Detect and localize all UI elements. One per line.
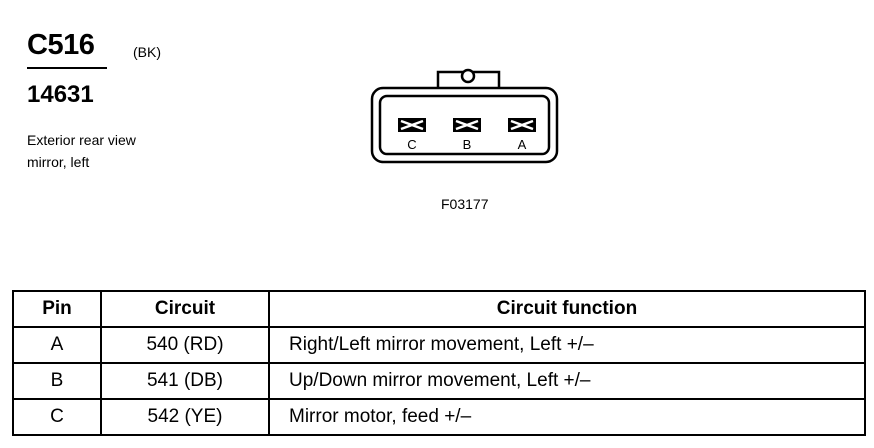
function-cell: Mirror motor, feed +/– bbox=[268, 398, 866, 436]
circuit-cell: 542 (YE) bbox=[100, 398, 270, 436]
title-underline bbox=[27, 67, 107, 69]
table-row: B 541 (DB) Up/Down mirror movement, Left… bbox=[12, 362, 866, 400]
connector-latch-hole bbox=[460, 68, 476, 84]
connector-face-diagram: C B A bbox=[370, 68, 559, 164]
figure-code: F03177 bbox=[441, 196, 489, 212]
column-header-circuit: Circuit bbox=[100, 290, 270, 328]
pin-label-a: A bbox=[518, 137, 527, 152]
connector-housing-inner bbox=[378, 94, 551, 156]
pin-table: Pin Circuit Circuit function A 540 (RD) … bbox=[12, 290, 866, 436]
description-line-1: Exterior rear view bbox=[27, 132, 136, 148]
connector-id: C516 bbox=[27, 29, 95, 61]
column-header-function: Circuit function bbox=[268, 290, 866, 328]
pin-label-b: B bbox=[463, 137, 472, 152]
connector-color: (BK) bbox=[133, 44, 161, 60]
pin-cell: C bbox=[12, 398, 102, 436]
table-row: C 542 (YE) Mirror motor, feed +/– bbox=[12, 398, 866, 436]
terminal-a bbox=[508, 118, 536, 132]
function-cell: Right/Left mirror movement, Left +/– bbox=[268, 326, 866, 364]
column-header-pin: Pin bbox=[12, 290, 102, 328]
circuit-cell: 540 (RD) bbox=[100, 326, 270, 364]
table-row: A 540 (RD) Right/Left mirror movement, L… bbox=[12, 326, 866, 364]
connector-description: Exterior rear view mirror, left bbox=[27, 129, 207, 173]
function-cell: Up/Down mirror movement, Left +/– bbox=[268, 362, 866, 400]
terminal-c bbox=[398, 118, 426, 132]
circuit-cell: 541 (DB) bbox=[100, 362, 270, 400]
terminal-b bbox=[453, 118, 481, 132]
pin-cell: B bbox=[12, 362, 102, 400]
pin-label-c: C bbox=[407, 137, 416, 152]
description-line-2: mirror, left bbox=[27, 154, 90, 170]
part-number: 14631 bbox=[27, 81, 94, 108]
table-header-row: Pin Circuit Circuit function bbox=[12, 290, 866, 328]
pin-cell: A bbox=[12, 326, 102, 364]
